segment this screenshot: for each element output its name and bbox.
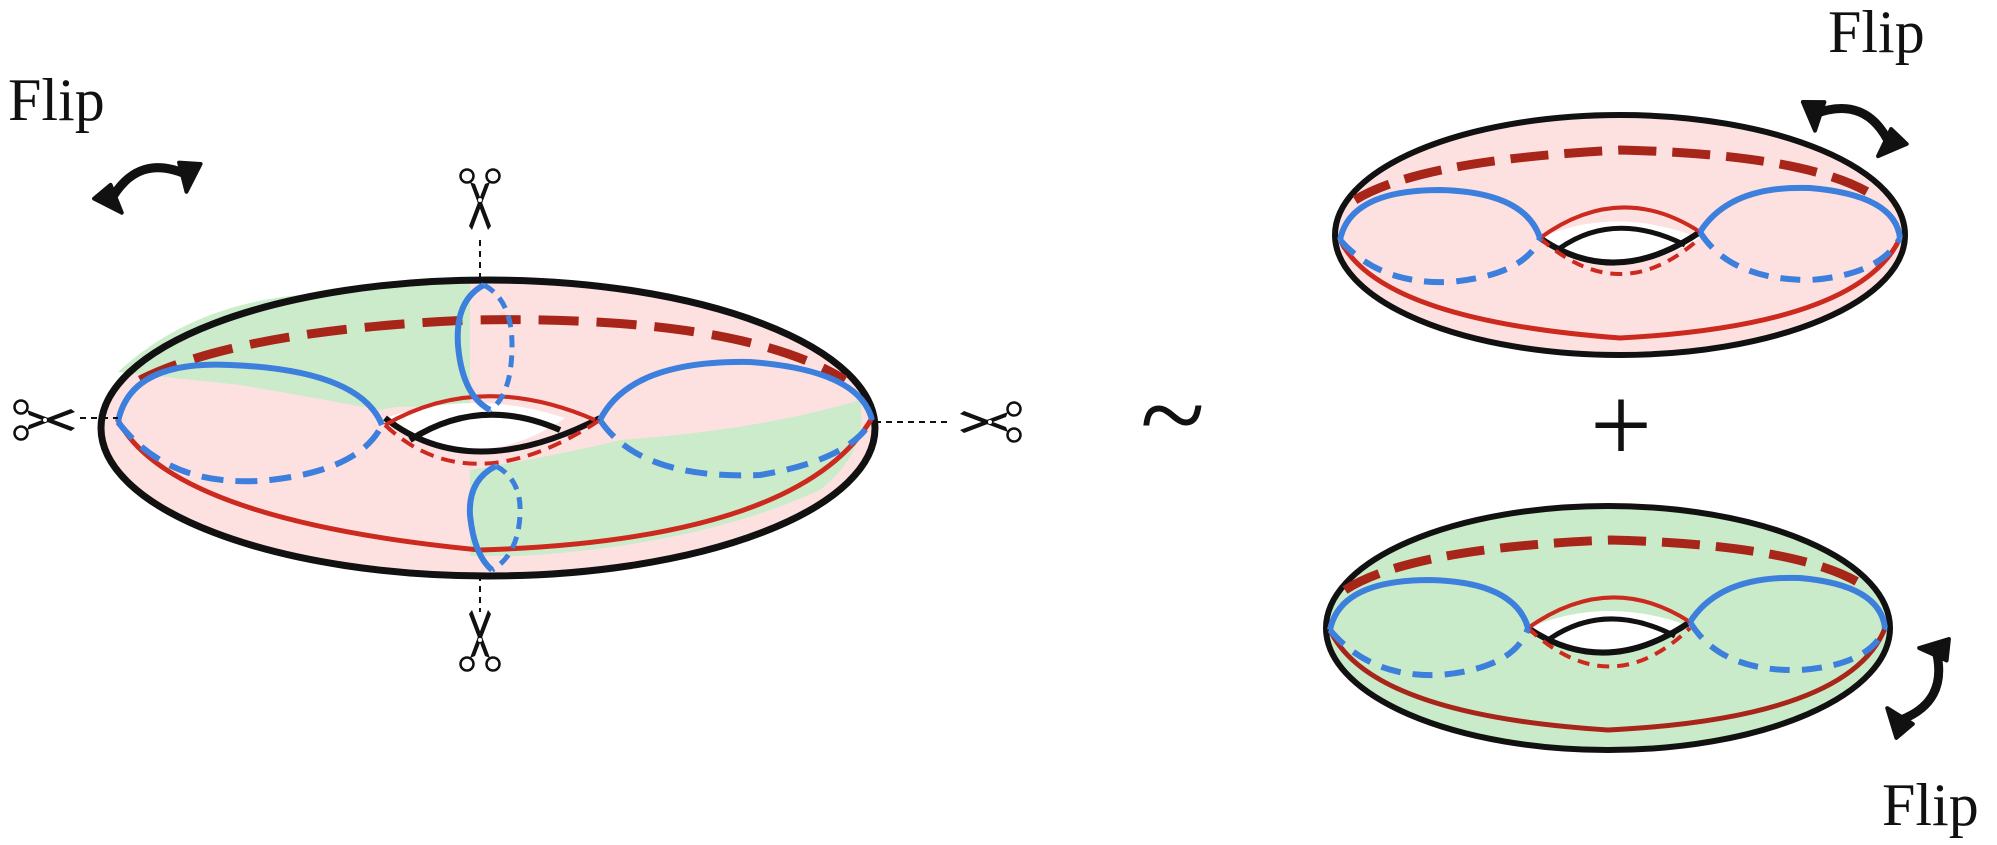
left-torus-back-dashed: [137, 315, 848, 385]
left-torus-blue-left-solid: [115, 361, 385, 427]
flip-label-top-right: Flip: [1828, 0, 1925, 65]
scissors-icon: [13, 399, 77, 441]
top-torus-blue-left-dashed: [1337, 236, 1543, 286]
left-torus-blue-left-dashed: [115, 420, 385, 485]
bottom-torus-inner-red-top: [1526, 595, 1692, 630]
flip-label-left: Flip: [8, 67, 105, 133]
left-torus-blue-right-solid: [597, 358, 875, 422]
top-right-torus: [1332, 112, 1908, 358]
top-torus-back-dashed: [1352, 145, 1883, 204]
left-torus-blue-top-solid: [454, 282, 492, 413]
bottom-torus-blue-left-dashed: [1327, 626, 1531, 679]
left-torus-inner-red-bottom: [383, 418, 602, 466]
bottom-torus-front-red: [1327, 627, 1888, 733]
scissors-icon: [459, 168, 501, 232]
top-torus-front-red: [1337, 236, 1903, 341]
left-torus: [97, 276, 879, 580]
bottom-torus-outline: [1323, 503, 1893, 753]
left-torus-blue-bottom-solid: [466, 463, 498, 573]
top-torus-blue-right-dashed: [1697, 230, 1903, 284]
equivalence-symbol: ~: [1140, 348, 1205, 481]
top-torus-outline: [1332, 112, 1908, 358]
bottom-right-torus: [1323, 503, 1893, 753]
left-torus-green-band-bottom: [470, 400, 862, 556]
flip-label-bottom-right: Flip: [1882, 772, 1979, 838]
scissors-icon: [459, 608, 501, 672]
left-torus-blue-bottom-dashed: [490, 463, 523, 573]
left-torus-inner-red-top: [383, 394, 596, 427]
left-torus-blue-top-dashed: [482, 282, 515, 413]
left-torus-outline: [97, 276, 879, 580]
bottom-torus-back-dashed: [1342, 535, 1873, 594]
top-torus-hole-top: [1558, 225, 1687, 251]
bottom-torus-hole-top: [1546, 616, 1677, 643]
bottom-torus-blue-left-solid: [1327, 576, 1531, 631]
scissors-icon: [958, 401, 1022, 443]
top-torus-inner-red-top: [1538, 205, 1702, 240]
bottom-torus-inner-red-bottom: [1526, 626, 1692, 669]
bottom-torus-blue-right-dashed: [1687, 620, 1888, 674]
flip-arrow-icon: [90, 153, 207, 220]
left-torus-hole-edge: [383, 415, 602, 455]
top-torus-inner-red-bottom: [1538, 236, 1702, 276]
cut-lines: [80, 240, 948, 612]
left-torus-green-band-top: [118, 280, 470, 420]
top-torus-blue-left-solid: [1337, 186, 1543, 241]
left-torus-blue-right-dashed: [597, 418, 875, 479]
left-torus-hole-top: [408, 411, 562, 443]
top-torus-blue-right-solid: [1697, 184, 1903, 239]
bottom-torus-blue-right-solid: [1687, 574, 1888, 629]
plus-symbol: +: [1590, 364, 1652, 486]
